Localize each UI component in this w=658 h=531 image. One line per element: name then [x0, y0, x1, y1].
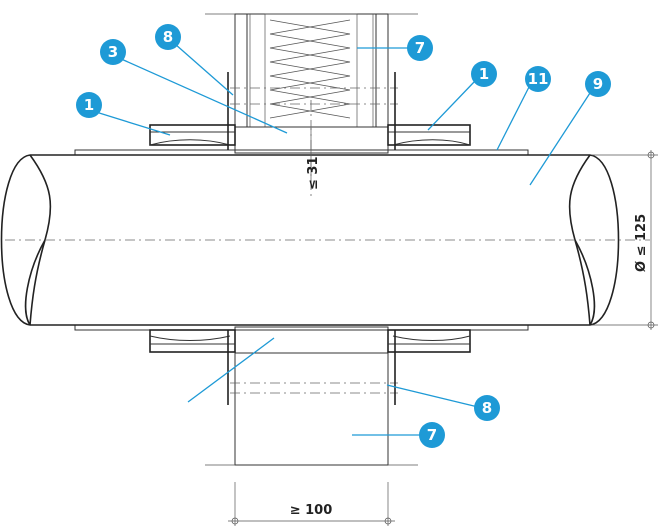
lower-wall: [205, 352, 418, 466]
callout-7-top: 7: [407, 35, 433, 61]
collar-right: [387, 72, 471, 405]
callout-8-top: 8: [155, 24, 181, 50]
svg-text:9: 9: [593, 75, 603, 93]
callout-1-left: 1: [76, 92, 102, 118]
callout-1-right: 1: [471, 61, 497, 87]
gap-dimension-label: ≤ 31: [306, 156, 321, 190]
svg-text:8: 8: [163, 28, 173, 46]
upper-wall-right-board: [375, 13, 389, 128]
svg-text:1: 1: [84, 96, 94, 114]
mortar-bottom: [234, 326, 389, 354]
callout-9: 9: [585, 71, 611, 97]
svg-text:11: 11: [528, 70, 549, 88]
callout-11: 11: [525, 66, 551, 92]
gap-dimension: ≤ 31: [306, 128, 321, 190]
svg-text:3: 3: [108, 43, 118, 61]
svg-text:8: 8: [482, 399, 492, 417]
svg-text:7: 7: [427, 426, 437, 444]
callout-8-bottom: 8: [474, 395, 500, 421]
callout-7-bottom: 7: [419, 422, 445, 448]
collar-left: [149, 72, 236, 405]
upper-wall-stud: [264, 13, 358, 128]
svg-text:7: 7: [415, 39, 425, 57]
svg-text:1: 1: [479, 65, 489, 83]
diameter-dimension: Ø ≤ 125: [592, 150, 658, 330]
leader-lines: [95, 43, 591, 436]
diameter-dimension-label: Ø ≤ 125: [634, 214, 649, 272]
wall-thickness-dimension-label: ≥ 100: [290, 503, 333, 518]
mortar-top: [234, 126, 389, 154]
wall-thickness-dimension: ≥ 100: [228, 482, 395, 526]
callout-3: 3: [100, 39, 126, 65]
